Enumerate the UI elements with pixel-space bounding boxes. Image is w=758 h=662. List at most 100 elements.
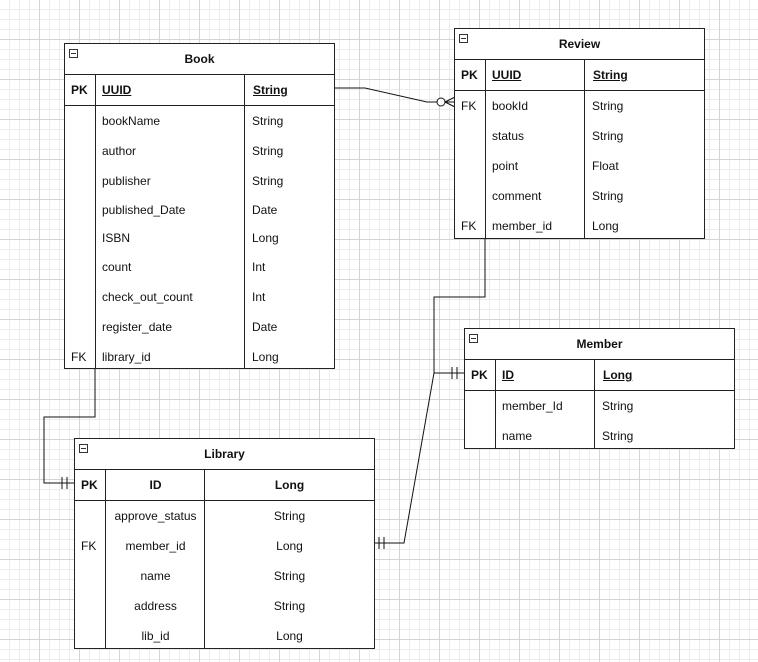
key-label: PK [471,368,488,382]
field-name: published_Date [102,203,186,217]
field-type: String [253,83,288,97]
field-type: Int [252,260,266,274]
field-name: UUID [102,83,132,97]
entity-library-header[interactable]: Library [75,439,374,470]
attribute-list: approve_status String FK member_id Long … [75,501,374,651]
field-name: member_id [492,219,553,233]
field-name: ISBN [102,231,131,245]
key-label: PK [71,83,88,97]
key-label: FK [71,350,87,364]
attribute-row: count Int [65,252,334,282]
field-name: member_Id [502,399,563,413]
attribute-row: author String [65,136,334,166]
entity-book[interactable]: Book PK UUID String bookName String auth… [64,43,335,369]
field-name: approve_status [114,509,197,523]
attribute-row: point Float [455,151,704,181]
key-label: PK [81,478,98,492]
column-divider [495,359,496,448]
entity-book-header[interactable]: Book [65,44,334,75]
attribute-row: ISBN Long [65,224,334,252]
field-name: publisher [102,174,151,188]
field-type: Long [276,629,303,643]
attribute-row: check_out_count Int [65,282,334,312]
field-type: Long [252,231,279,245]
attribute-row: register_date Date [65,312,334,342]
attribute-row: address String [75,591,374,621]
field-type: String [592,189,624,203]
entity-member-header[interactable]: Member [465,329,734,360]
attribute-row: FK library_id Long [65,342,334,372]
collapse-icon[interactable] [79,444,88,453]
field-type: String [252,114,284,128]
pk-row: PK ID Long [465,360,734,391]
attribute-list: member_Id String name String [465,391,734,451]
field-type: String [602,429,634,443]
field-name: bookName [102,114,161,128]
field-type: String [273,599,306,613]
field-type: String [592,129,624,143]
pk-row: PK UUID String [455,60,704,91]
attribute-row: FK bookId String [455,91,704,121]
column-divider [204,469,205,648]
key-label: FK [81,539,97,553]
field-type: String [252,174,284,188]
entity-title: Book [184,52,215,66]
field-type: String [602,399,634,413]
field-type: Long [274,478,305,492]
key-label: PK [461,68,478,82]
field-type: String [593,68,628,82]
column-divider [485,59,486,238]
collapse-icon[interactable] [459,34,468,43]
field-type: Float [592,159,619,173]
field-type: String [592,99,624,113]
entity-review-header[interactable]: Review [455,29,704,60]
field-type: Date [252,203,278,217]
field-name: ID [502,368,514,382]
field-name: author [102,144,137,158]
attribute-row: name String [465,421,734,451]
key-label: FK [461,99,477,113]
field-name: status [492,129,525,143]
field-name: UUID [492,68,522,82]
attribute-row: published_Date Date [65,196,334,224]
field-name: comment [492,189,542,203]
attribute-row: approve_status String [75,501,374,531]
field-name: point [492,159,519,173]
field-type: String [252,144,284,158]
column-divider [95,74,96,368]
collapse-icon[interactable] [69,49,78,58]
connector-book-review [334,87,456,108]
attribute-row: comment String [455,181,704,211]
entity-review[interactable]: Review PK UUID String FK bookId String s… [454,28,705,239]
column-divider [105,469,106,648]
field-type: Long [252,350,279,364]
field-type: String [273,509,306,523]
column-divider [594,359,595,448]
attribute-row: member_Id String [465,391,734,421]
column-divider [584,59,585,238]
field-name: address [134,599,177,613]
field-name: register_date [102,320,173,334]
pk-row: PK ID Long [75,470,374,501]
field-name: library_id [102,350,151,364]
field-name: name [140,569,171,583]
field-name: check_out_count [102,290,193,304]
field-name: bookId [492,99,529,113]
entity-library[interactable]: Library PK ID Long approve_status String… [74,438,375,649]
collapse-icon[interactable] [469,334,478,343]
entity-title: Review [558,37,601,51]
attribute-row: FK member_id Long [455,211,704,241]
field-type: Long [603,368,633,382]
attribute-row: bookName String [65,106,334,136]
entity-member[interactable]: Member PK ID Long member_Id String name … [464,328,735,449]
attribute-row: publisher String [65,166,334,196]
field-type: String [273,569,306,583]
field-name: count [102,260,132,274]
attribute-row: status String [455,121,704,151]
key-label: FK [461,219,477,233]
field-type: Int [252,290,266,304]
field-type: Long [592,219,619,233]
pk-row: PK UUID String [65,75,334,106]
attribute-row: name String [75,561,374,591]
field-name: ID [149,478,162,492]
